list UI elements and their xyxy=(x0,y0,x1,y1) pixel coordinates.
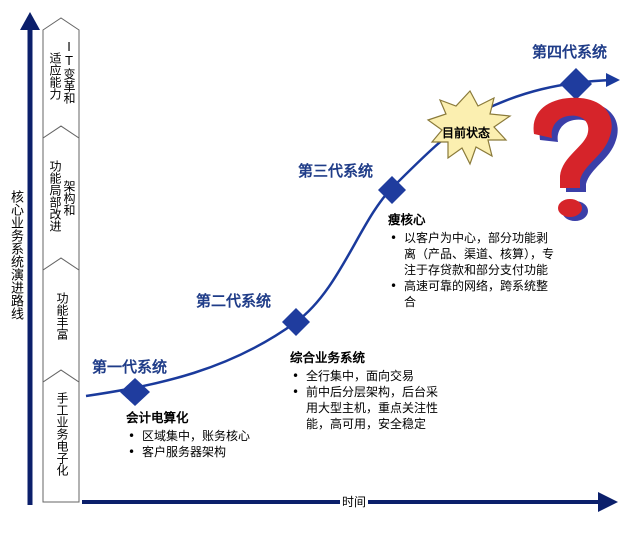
gen2-description: 综合业务系统 全行集中，面向交易 前中后分层架构，后台采用大型主机，重点关注性能… xyxy=(290,350,448,432)
y-axis-label: 核心业务系统演进路线 xyxy=(8,190,23,320)
gen3-desc-item: 高速可靠的网络，跨系统整合 xyxy=(388,278,556,310)
stage-label-1: 手工业务电子化 xyxy=(55,392,69,476)
gen2-label: 第二代系统 xyxy=(196,292,272,310)
gen3-desc-list: 以客户为中心，部分功能剥离（产品、渠道、核算），专注于存贷款和部分支付功能 高速… xyxy=(388,230,556,310)
gen2-desc-item: 前中后分层架构，后台采用大型主机，重点关注性能，高可用，安全稳定 xyxy=(290,384,448,432)
question-mark-icon xyxy=(533,97,618,221)
gen2-desc-item: 全行集中，面向交易 xyxy=(290,368,448,384)
gen2-diamond xyxy=(282,308,310,336)
gen1-description: 会计电算化 区域集中，账务核心 客户服务器架构 xyxy=(126,410,251,460)
stage-label-4a: 适应能力 xyxy=(48,52,62,100)
gen3-desc-title: 瘦核心 xyxy=(388,212,426,227)
current-state-star xyxy=(426,89,512,166)
curve-arrowhead xyxy=(606,73,620,87)
x-axis-label: 时间 xyxy=(340,493,369,510)
gen3-desc-item: 以客户为中心，部分功能剥离（产品、渠道、核算），专注于存贷款和部分支付功能 xyxy=(388,230,556,278)
gen3-diamond xyxy=(378,176,406,204)
x-axis-arrowhead xyxy=(598,492,618,512)
stage-label-3b: 架构和 xyxy=(62,180,76,216)
stage-label-4b: IT变革和 xyxy=(62,40,76,104)
gen1-desc-title: 会计电算化 xyxy=(126,410,189,425)
gen2-desc-title: 综合业务系统 xyxy=(290,350,366,365)
gen3-label: 第三代系统 xyxy=(298,162,374,180)
current-state-label: 目前状态 xyxy=(442,126,491,140)
evolution-curve xyxy=(85,78,613,398)
stage-chevrons xyxy=(42,17,80,503)
gen1-diamond xyxy=(120,378,150,406)
y-axis-arrowhead xyxy=(20,12,40,30)
gen4-diamond xyxy=(560,68,592,100)
gen3-description: 瘦核心 以客户为中心，部分功能剥离（产品、渠道、核算），专注于存贷款和部分支付功… xyxy=(388,212,556,310)
gen2-desc-list: 全行集中，面向交易 前中后分层架构，后台采用大型主机，重点关注性能，高可用，安全… xyxy=(290,368,448,432)
gen1-desc-item: 客户服务器架构 xyxy=(126,444,251,460)
gen1-desc-list: 区域集中，账务核心 客户服务器架构 xyxy=(126,428,251,460)
gen1-label: 第一代系统 xyxy=(92,358,168,376)
stage-label-3a: 功能局部改进 xyxy=(48,160,62,232)
gen4-label: 第四代系统 xyxy=(532,43,608,61)
stage-chevron-4 xyxy=(42,17,80,139)
gen1-desc-item: 区域集中，账务核心 xyxy=(126,428,251,444)
stage-label-2: 功能丰富 xyxy=(55,292,69,340)
